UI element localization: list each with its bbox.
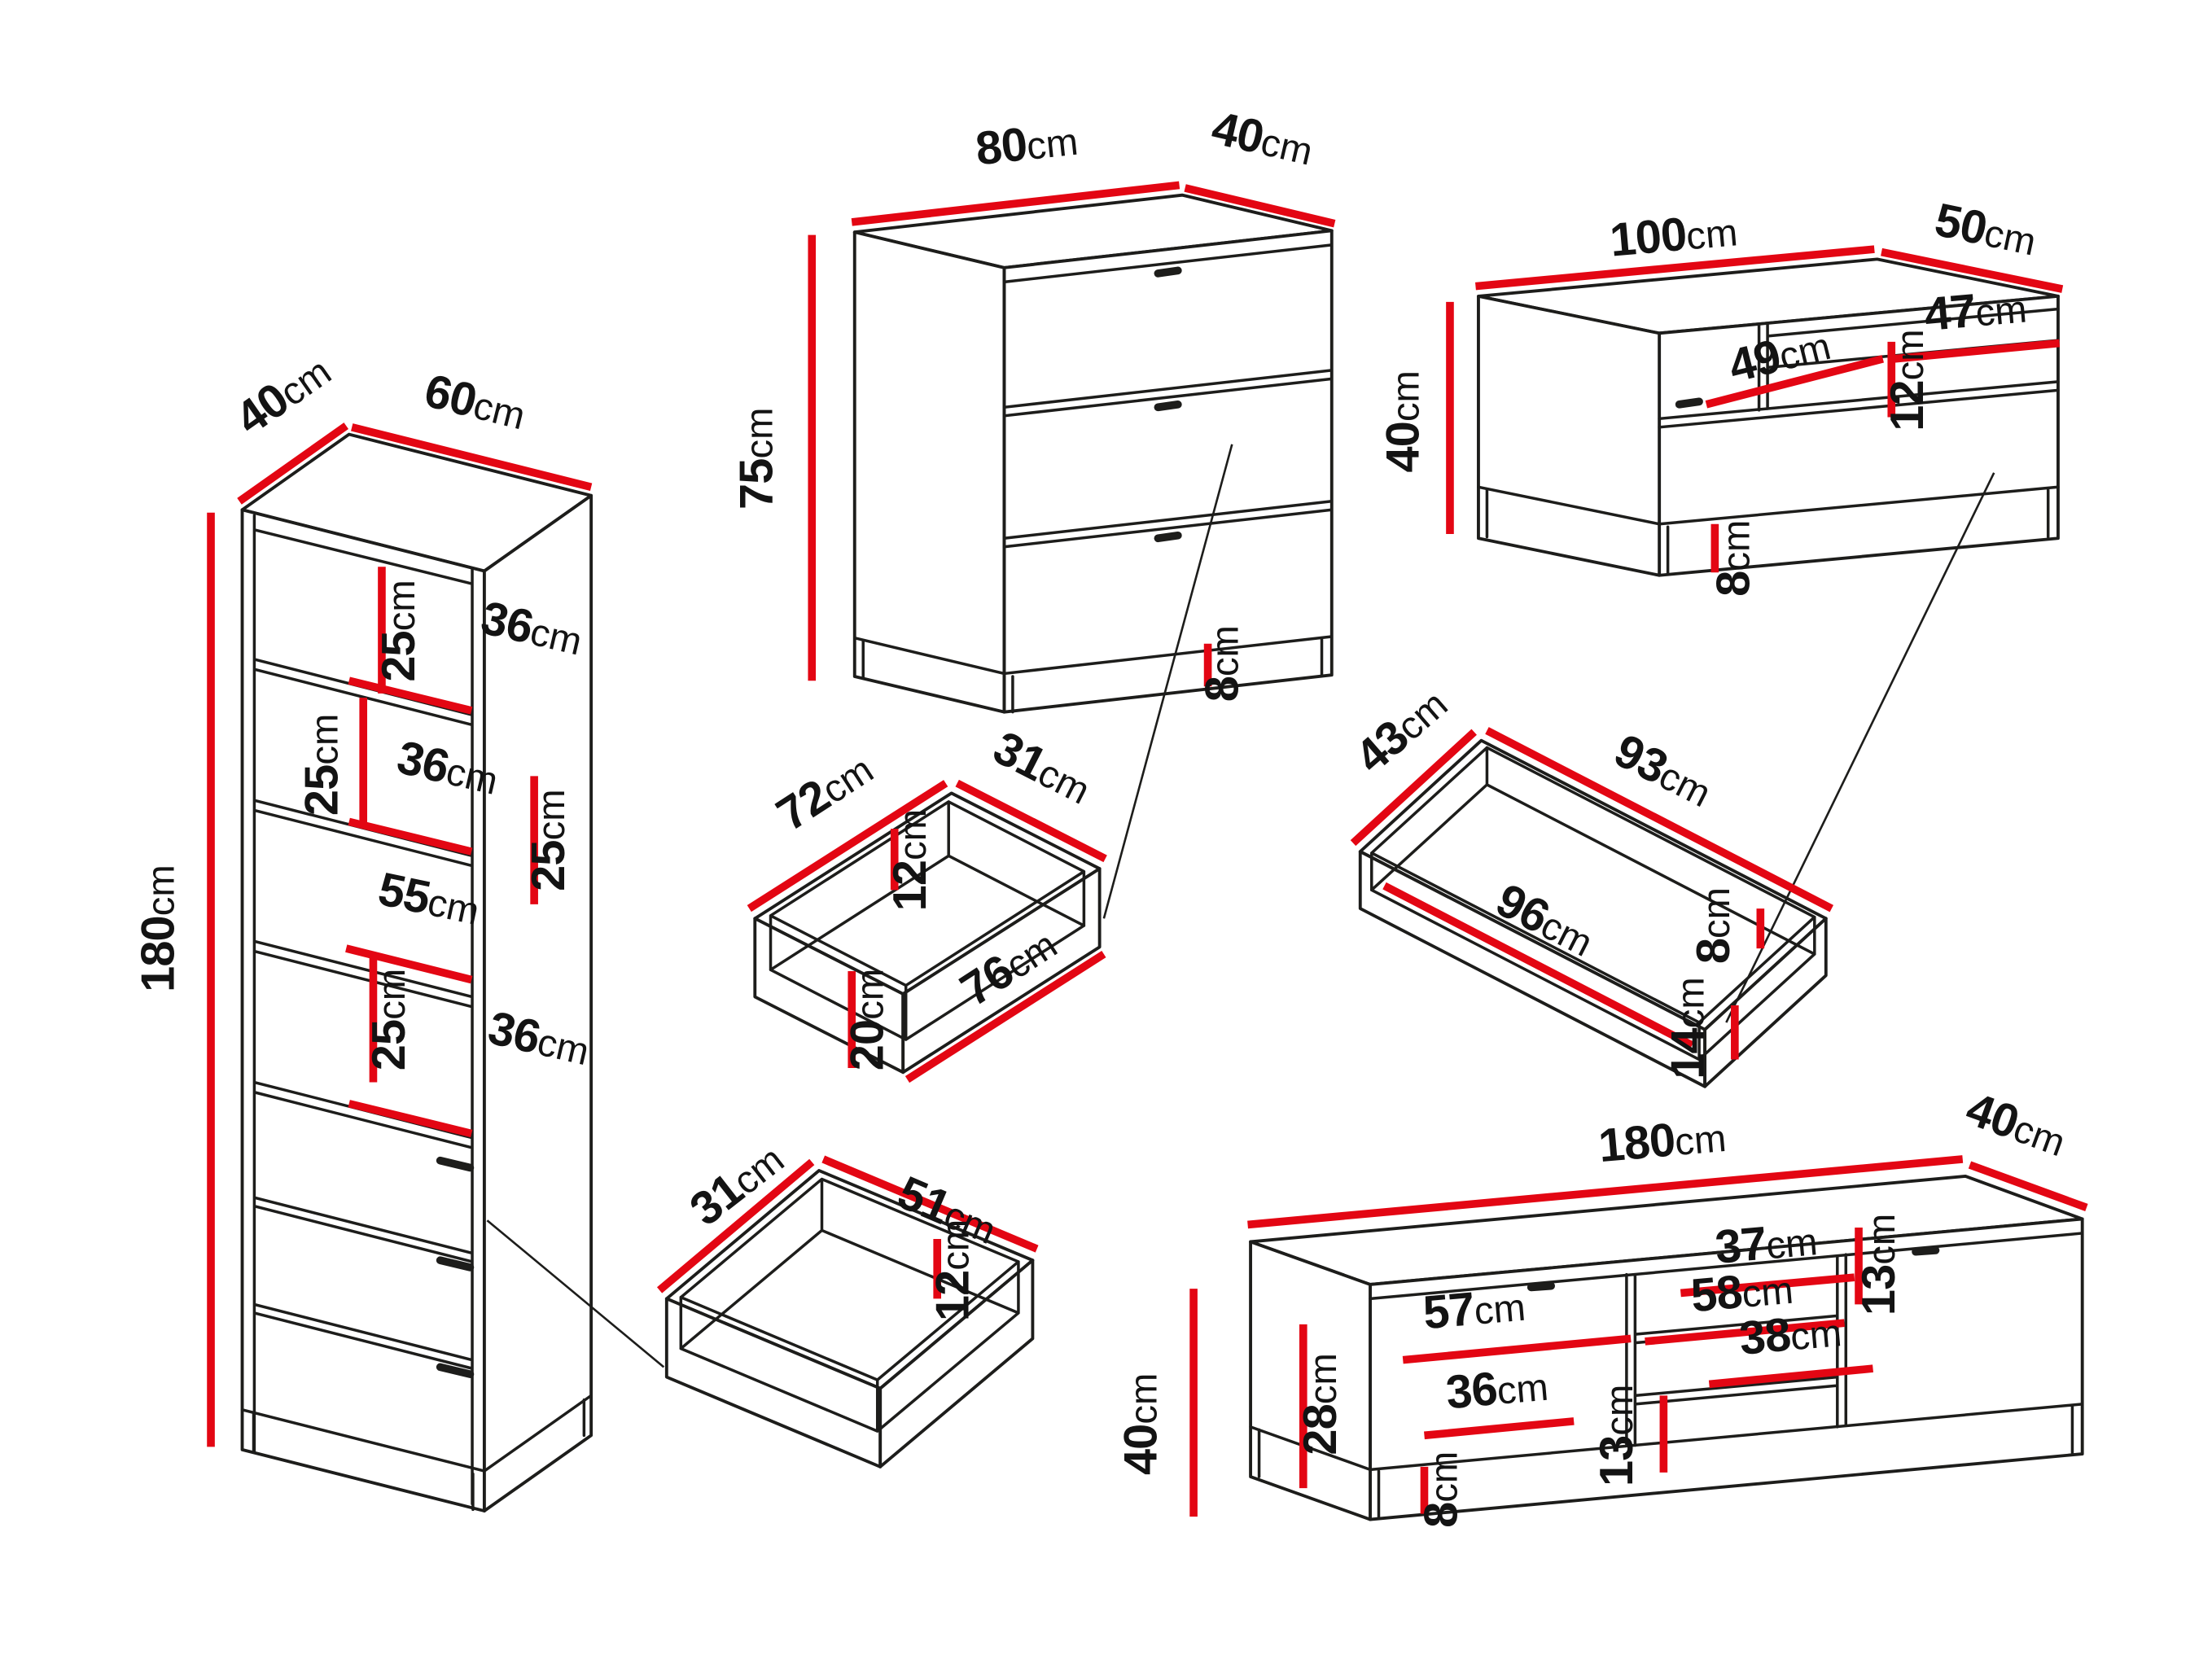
dim-bookcase-inner-width: 55cm [374,863,484,935]
piece-chest [852,193,1334,714]
tv-cabinet-door-handle [1675,397,1703,409]
tv-cabinet-dimension-lines [1446,245,2064,573]
dimline-chest-depth [1184,184,1336,228]
dim-tv-cabinet-depth: 50cm [1930,194,2041,266]
dimline-tv-cabinet-niche-right [1894,339,2061,363]
tv-drawer-interior-lines [1370,746,1816,1061]
dim-tv-cabinet-plinth: 8cm [1707,520,1759,597]
dim-tv-bench-height: 40cm [1115,1373,1167,1475]
dimline-tv-cabinet-width [1475,245,1875,291]
dimline-chest-width [851,181,1180,226]
dim-tv-cabinet-height: 40cm [1377,370,1429,472]
dim-tv-drawer-front-height: 14cm [1662,977,1714,1079]
dimline-bookcase-drawer-width [656,1158,815,1293]
bookcase-drawer-dimension-lines [656,1155,1039,1299]
bookcase-dimension-lines [207,422,593,1447]
dimline-tv-bench-depth [1968,1161,2088,1211]
bookcase-drawer-interior-lines [679,1177,1020,1433]
tv-cabinet-side-face [1477,294,1662,577]
dimline-tv-drawer-inner-length [1382,882,1694,1049]
dim-tv-bench-gap-upper: 13cm [1853,1214,1905,1315]
dimline-tv-bench-shelf-lower [1708,1364,1873,1389]
dimline-bookcase-width [351,423,593,491]
dim-bookcase-gap-lower: 25cm [363,969,415,1070]
chest-side-face [852,230,1006,714]
dim-chest-plinth: 8cm [1196,625,1248,702]
dim-bookcase-gap-middle: 25cm [523,789,575,891]
dim-tv-bench-niche-lower: 36cm [1444,1359,1551,1420]
tv-bench-dimension-lines [1189,1155,2088,1517]
chest-drawer-front-wall [901,867,1102,1075]
dim-tv-bench-plinth: 8cm [1416,1451,1468,1528]
dim-tv-cabinet-width: 100cm [1608,204,1740,266]
tv-cabinet-interior-lines [1477,307,2060,576]
dimline-tv-bench-niche-lower [1424,1417,1575,1440]
piece-chest-drawer [753,791,1102,1075]
dimline-tv-drawer-length [1485,727,1834,913]
dim-tv-cabinet-niche-height: 12cm [1881,329,1934,431]
dim-bookcase-height: 180cm [133,865,185,992]
dim-tv-bench-niche-height: 28cm [1294,1353,1347,1455]
dimline-tv-bench-niche-middle [1645,1319,1845,1346]
bookcase-drawer-handles [436,1156,475,1378]
dimension-lines [207,181,2088,1517]
dim-tv-bench-niche-left: 57cm [1421,1279,1528,1340]
bookcase-shelf-lines [240,514,593,1512]
chest-front-face [1002,229,1334,714]
dim-tv-bench-niche-middle: 58cm [1689,1262,1795,1323]
tv-drawer-dimension-lines [1350,727,1834,1060]
piece-tv-cabinet [1477,257,2060,577]
chest-drawer-handles [1154,266,1182,543]
dim-bookcase-gap-top: 25cm [373,580,425,681]
dim-bookcase-gap-upper: 25cm [296,714,348,816]
dimension-labels: 40cm 60cm 180cm 25cm 36cm 25cm 36cm 25cm… [133,102,2071,1528]
leader-chest-to-drawer [1102,444,1233,919]
bookcase-front-face [240,508,486,1512]
dim-bookcase-drawer-inner-depth: 12cm [927,1219,979,1321]
dim-tv-drawer-inner-depth: 8cm [1688,887,1740,964]
leader-tv-cabinet-to-drawer [1725,472,1995,1023]
dimline-chest-drawer-front-width [905,951,1106,1083]
dimline-bookcase-shelf-upper [348,817,473,856]
dim-tv-bench-width: 180cm [1597,1110,1728,1172]
dim-tv-bench-shelf-upper: 37cm [1713,1213,1820,1274]
dim-chest-drawer-inner-depth: 12cm [884,809,936,911]
chest-dimension-lines [808,181,1336,687]
leader-bookcase-to-drawer [486,1219,665,1368]
dim-bookcase-width: 60cm [419,365,531,440]
dimline-bookcase-inner-width [345,944,473,984]
dim-chest-height: 75cm [730,408,782,510]
chest-drawer-dimension-lines [747,779,1107,1083]
dim-tv-cabinet-niche-right: 47cm [1922,280,2029,341]
dim-tv-bench-gap-lower: 13cm [1591,1385,1643,1486]
dim-bookcase-shelf-top: 36cm [476,592,588,666]
dimline-tv-drawer-width [1350,729,1477,847]
piece-tv-bench [1249,1175,2084,1521]
dim-chest-drawer-front-height: 20cm [842,969,894,1070]
dimline-tv-cabinet-depth [1881,247,2064,293]
chest-drawer-interior-lines [769,800,1086,1041]
piece-bookcase-drawer [664,1169,1035,1469]
piece-bookcase [240,432,594,1512]
bookcase-side-face [482,493,594,1512]
dimline-tv-cabinet-niche-left [1705,355,1884,409]
dimline-tv-bench-niche-left [1402,1334,1632,1364]
dim-tv-bench-shelf-lower: 38cm [1737,1304,1844,1365]
dimline-tv-bench-shelf-upper [1680,1273,1855,1298]
dimline-tv-bench-width [1247,1155,1964,1229]
dimline-bookcase-shelf-lower [348,1100,473,1138]
dimline-bookcase-drawer-length [821,1155,1039,1253]
tv-bench-side-face [1249,1240,1372,1521]
dimline-chest-drawer-width [955,779,1107,863]
dim-bookcase-shelf-lower: 36cm [484,1002,595,1076]
dimline-bookcase-depth [237,422,348,505]
leader-lines [486,444,1995,1368]
dim-chest-width: 80cm [973,113,1080,176]
dimline-bookcase-shelf-top [348,676,473,715]
chest-drawer-lines [852,243,1334,714]
tv-bench-handles [1526,1246,1940,1292]
dimline-chest-drawer-length [747,780,948,913]
